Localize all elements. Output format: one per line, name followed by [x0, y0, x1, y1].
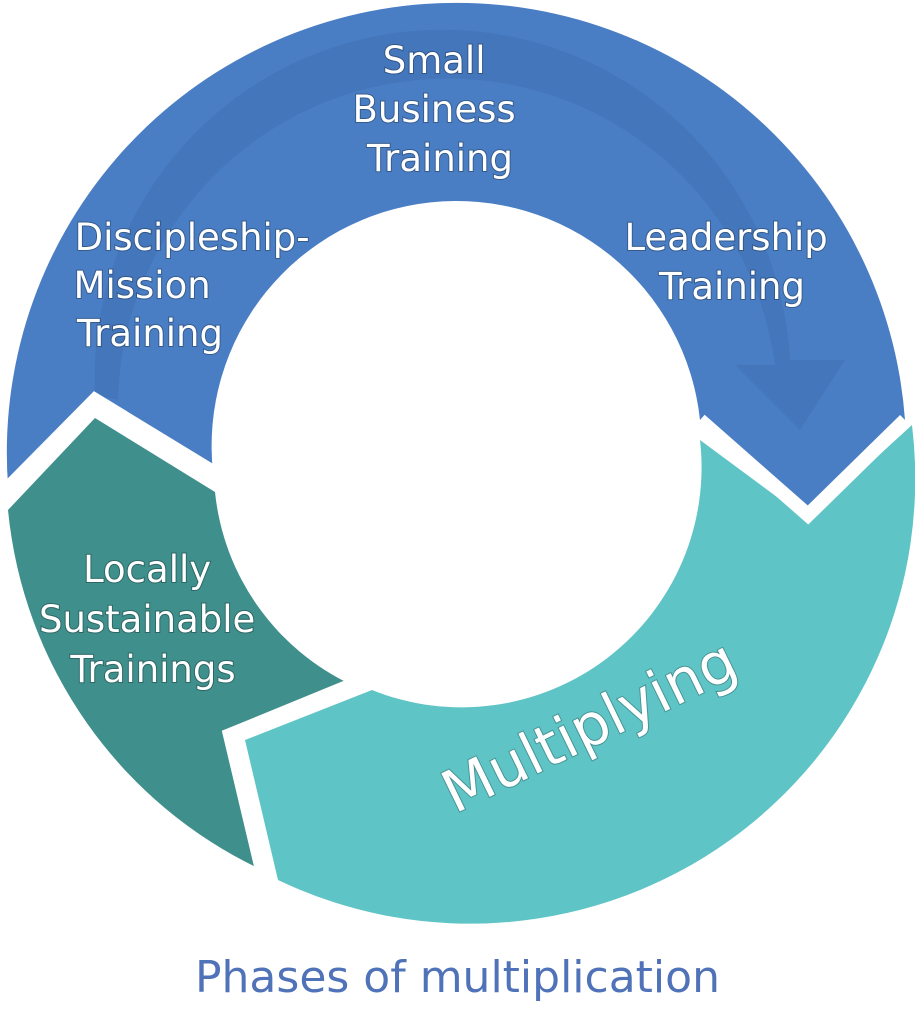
locally-sustainable-label: Locally Sustainable Trainings: [39, 548, 267, 691]
leadership-label: Leadership Training: [624, 216, 839, 308]
diagram-caption: Phases of multiplication: [195, 952, 720, 1003]
locally-sustainable-segment: [8, 418, 352, 870]
small-business-label: Small Business Training: [353, 39, 528, 180]
multiplying-segment: [245, 425, 915, 924]
blue-arrow-band: [94, 29, 846, 431]
discipleship-label: Discipleship- Mission Training: [74, 216, 322, 355]
